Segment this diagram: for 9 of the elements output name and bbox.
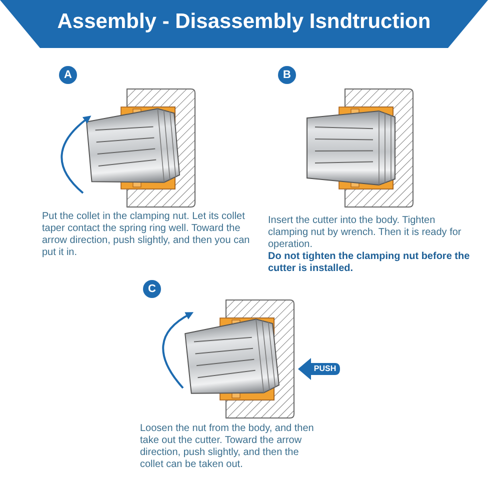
step-badge: C <box>143 280 161 298</box>
push-arrow <box>298 358 340 380</box>
instruction-text: Loosen the nut from the body, and then take out the cutter. Toward the arrow direction, push slightly, and then the collet can be taken out. <box>140 423 315 471</box>
instruction-text: Insert the cutter into the body. Tighten clamping nut by wrench. Then it is ready for operation. Do not tighten the clamping nut before the cutter is installed. <box>268 215 471 275</box>
push-label: PUSH <box>312 363 338 375</box>
step-badge: B <box>278 66 296 84</box>
instruction-text: Put the collet in the clamping nut. Let its collet taper contact the spring ring well. Toward the arrow direction, push slightly, and then you can put it in. <box>42 211 251 259</box>
step-badge: A <box>59 66 77 84</box>
title: Assembly - Disassembly Isndtruction <box>56 10 432 34</box>
